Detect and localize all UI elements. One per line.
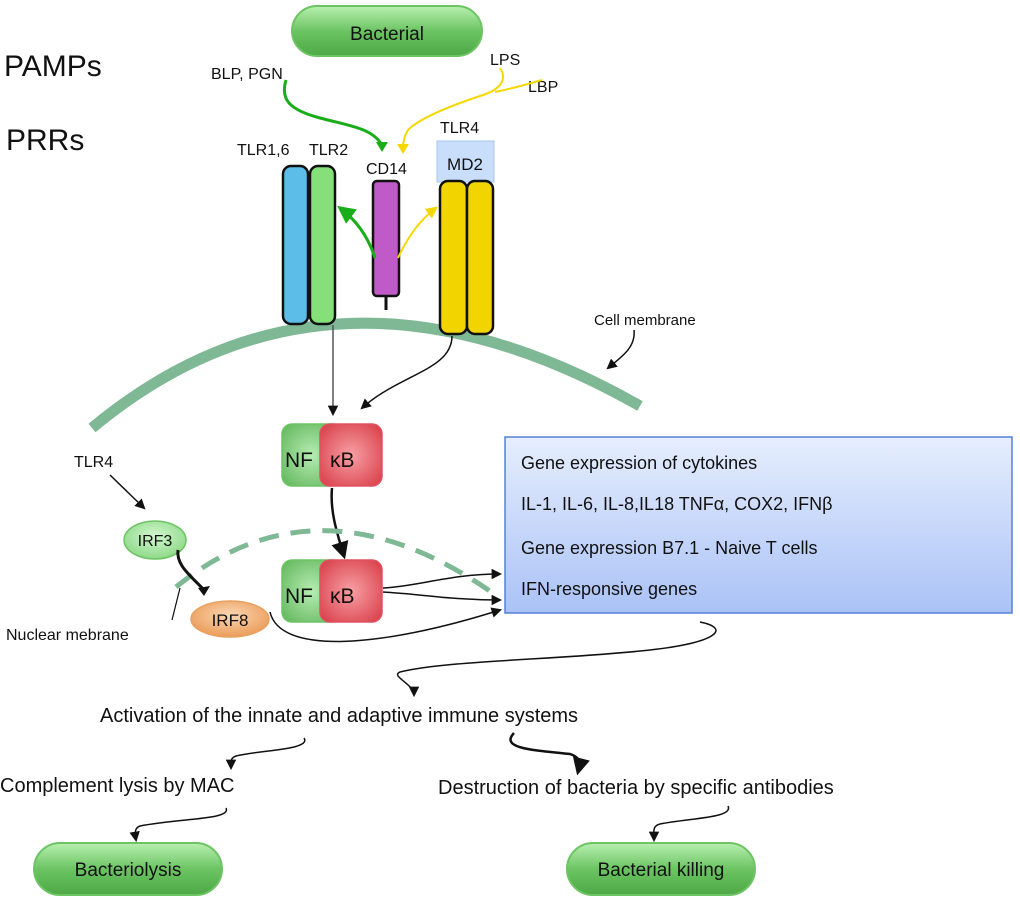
- kb-label-2: κB: [330, 585, 355, 608]
- irf3-node: IRF3: [123, 520, 187, 560]
- gene-line-3: Gene expression B7.1 - Naive T cells: [521, 538, 817, 558]
- blp-arrowhead-icon: [376, 142, 388, 152]
- irf3-to-irf8-arrow: [176, 549, 206, 592]
- nuclear-membrane-pointer: [171, 587, 181, 621]
- md2-node: MD2: [436, 140, 495, 183]
- gene-line-1: Gene expression of cytokines: [521, 453, 757, 473]
- lbp-link: [494, 79, 543, 93]
- tlr1-6-receptor: [281, 164, 310, 326]
- activation-to-complement-arrow: [225, 737, 306, 771]
- lps-arrowhead-icon: [397, 144, 409, 154]
- nuclear-membrane-label: Nuclear mebrane: [6, 627, 129, 644]
- kb-label: κB: [330, 449, 355, 472]
- cell-membrane-label: Cell membrane: [594, 312, 696, 329]
- gene-expression-box: Gene expression of cytokines IL-1, IL-6,…: [504, 436, 1013, 614]
- cd14-to-tlr4-arrow: [397, 206, 438, 259]
- nfkb-to-genes-arrow-1: [382, 568, 503, 589]
- bacteriolysis-node: Bacteriolysis: [33, 842, 223, 896]
- nfkb-to-genes-arrow-2: [382, 591, 503, 606]
- nf-label: NF: [285, 449, 313, 472]
- irf3-label: IRF3: [138, 533, 173, 550]
- lbp-label: LBP: [528, 79, 558, 96]
- nuclear-membrane: [174, 528, 499, 599]
- irf8-label: IRF8: [212, 611, 249, 630]
- activation-to-destruction-arrow: [509, 732, 590, 776]
- cd14-label: CD14: [366, 161, 407, 178]
- irf8-node: IRF8: [190, 600, 270, 638]
- bacterial-killing-label: Bacterial killing: [598, 860, 725, 881]
- destruction-to-killing-arrow: [648, 805, 730, 843]
- pamps-label: PAMPs: [4, 50, 102, 83]
- tlr4-receptor-a: [438, 179, 469, 336]
- gene-line-4: IFN-responsive genes: [521, 579, 697, 599]
- tlr2-label: TLR2: [309, 142, 348, 159]
- blp-pgn-label: BLP, PGN: [211, 66, 283, 83]
- lps-to-cd14-arrow: [402, 67, 505, 149]
- nf-label-2: NF: [285, 585, 313, 608]
- irf3-arrowhead-icon: [198, 586, 210, 596]
- cd14-to-tlr2-arrow: [337, 205, 377, 259]
- bacterial-node: Bacterial: [291, 5, 483, 57]
- blp-to-cd14-arrow: [282, 79, 384, 146]
- cell-membrane-pointer: [606, 329, 635, 370]
- complement-to-bacteriolysis-arrow: [129, 807, 228, 843]
- cell-membrane: [88, 317, 643, 433]
- tlr4-top-label: TLR4: [440, 120, 479, 137]
- activation-label: Activation of the innate and adaptive im…: [100, 705, 578, 727]
- nfkb-cytoplasm-node: NF κB: [281, 423, 383, 487]
- prrs-label: PRRs: [6, 124, 84, 157]
- complement-label: Complement lysis by MAC: [0, 775, 235, 797]
- bacterial-killing-node: Bacterial killing: [566, 842, 756, 896]
- tlr4-to-nfkb-arrow: [360, 335, 453, 410]
- tlr16-label: TLR1,6: [237, 142, 290, 159]
- gene-line-2: IL-1, IL-6, IL-8,IL18 TNFα, COX2, IFNβ: [521, 494, 833, 514]
- tlr4-receptor-b: [465, 179, 495, 336]
- bacterial-label: Bacterial: [350, 24, 424, 45]
- destruction-label: Destruction of bacteria by specific anti…: [438, 777, 834, 799]
- tlr4-to-irf3-arrow: [109, 474, 146, 510]
- lps-label: LPS: [490, 52, 520, 69]
- md2-label: MD2: [447, 155, 483, 174]
- genes-to-activation-arrow: [396, 621, 717, 698]
- tlr4-left-label: TLR4: [74, 454, 113, 471]
- nfkb-nucleus-node: NF κB: [281, 559, 383, 623]
- irf8-to-genes-arrow: [269, 607, 503, 643]
- nfkb-translocation-arrow: [330, 487, 349, 560]
- bacteriolysis-label: Bacteriolysis: [75, 860, 182, 881]
- tlr2-receptor: [308, 164, 337, 326]
- cd14-receptor: [371, 179, 401, 298]
